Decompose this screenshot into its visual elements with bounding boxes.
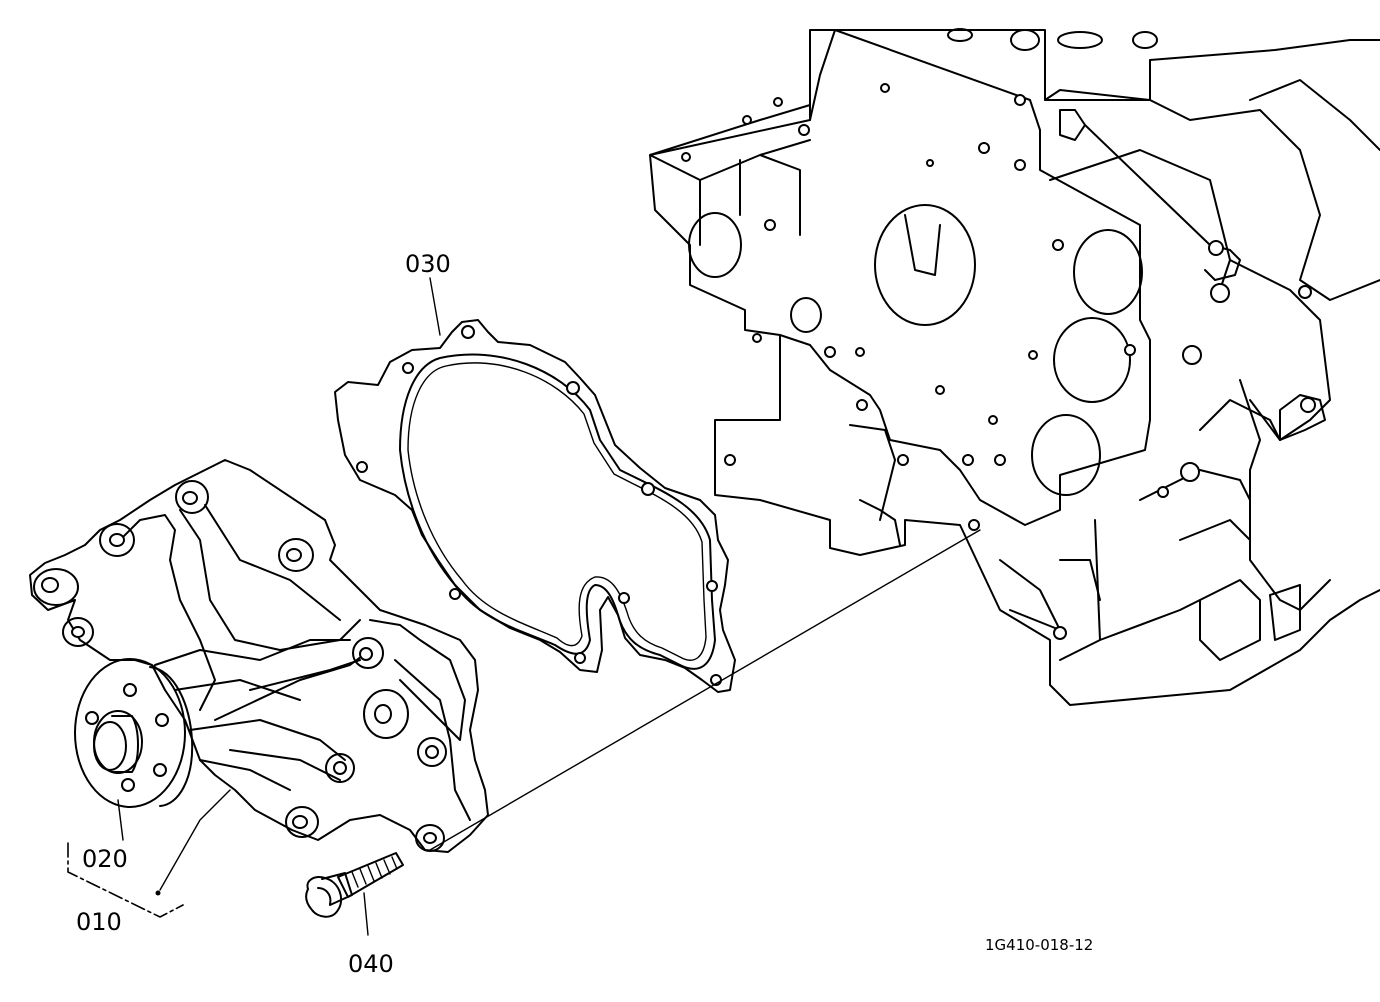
- callout-020: 020: [82, 845, 128, 873]
- drawing-code: 1G410-018-12: [985, 936, 1093, 954]
- bolt: [305, 852, 404, 918]
- pump-flange: [74, 658, 194, 808]
- engine-block: [649, 28, 1380, 706]
- callout-040: 040: [348, 950, 394, 978]
- callout-030: 030: [405, 250, 451, 278]
- water-pump: [29, 459, 489, 853]
- block-bolt-holes: [681, 83, 1316, 640]
- leader-lines: [67, 277, 981, 936]
- callout-010: 010: [76, 908, 122, 936]
- gasket: [334, 319, 736, 693]
